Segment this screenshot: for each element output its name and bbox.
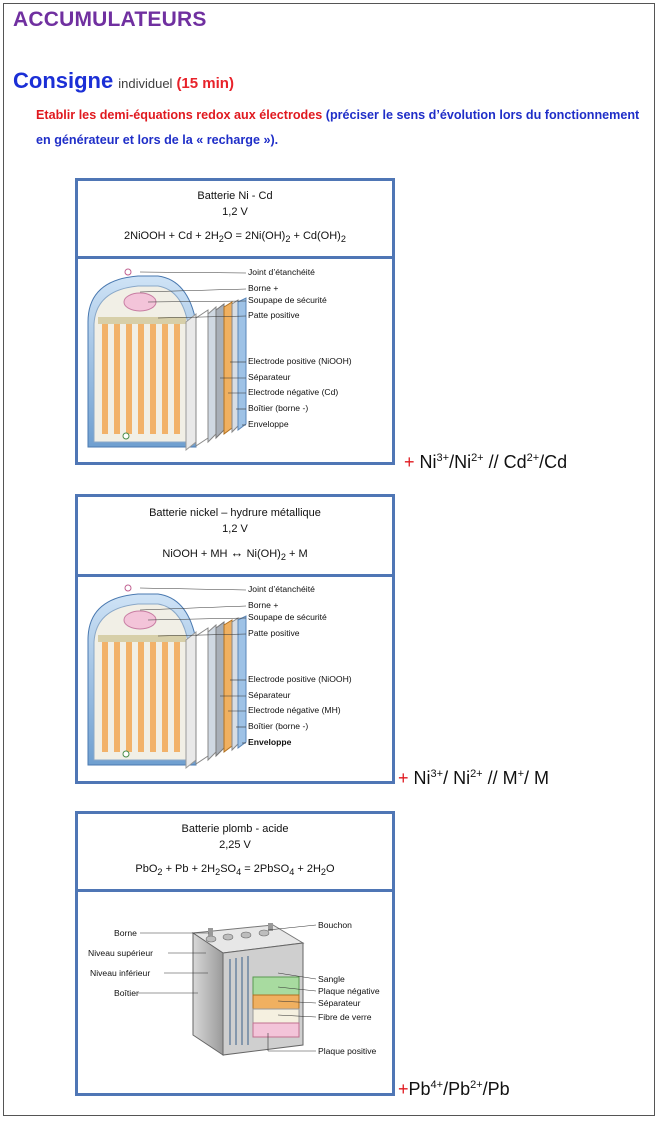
cylindrical-cell-illustration <box>87 268 247 452</box>
redox-couple-lead-acid: +Pb4+/Pb2+/Pb <box>398 1079 510 1099</box>
consigne-mode: individuel <box>118 76 173 91</box>
battery-card-nimh: Batterie nickel – hydrure métallique 1,2… <box>75 494 395 784</box>
label-boitier: Boîtier (borne -) <box>248 721 309 731</box>
consigne-time: (15 min) <box>176 75 234 92</box>
lead-acid-diagram: Borne Niveau supérieur Niveau inférieur … <box>78 895 392 1093</box>
battery-voltage: 1,2 V <box>222 523 248 535</box>
label-separateur: Séparateur <box>248 372 291 382</box>
label-electrode-positive: Electrode positive (NiOOH) <box>248 674 352 684</box>
label-plaque-negative: Plaque négative <box>318 986 380 996</box>
label-patte-positive: Patte positive <box>248 628 300 638</box>
cylindrical-cell-illustration <box>87 584 247 770</box>
consigne-word: Consigne <box>13 68 114 93</box>
battery-header: Batterie plomb - acide 2,25 V PbO2 + Pb … <box>78 814 392 892</box>
battery-name: Batterie plomb - acide <box>181 823 289 835</box>
battery-voltage: 2,25 V <box>219 839 251 851</box>
label-separateur: Séparateur <box>318 998 361 1008</box>
battery-equation: 2NiOOH + Cd + 2H2O = 2Ni(OH)2 + Cd(OH)2 <box>124 230 346 245</box>
label-niveau-superieur: Niveau supérieur <box>88 948 153 958</box>
instruction-blue-part: (préciser le sens d’évolution lors du fo… <box>36 108 640 147</box>
consigne-heading: Consigne individuel(15 min) <box>13 68 234 94</box>
instruction-red-part: Etablir les demi-équations redox aux éle… <box>36 108 323 122</box>
instruction-text: Etablir les demi-équations redox aux éle… <box>36 103 648 153</box>
battery-card-lead-acid: Batterie plomb - acide 2,25 V PbO2 + Pb … <box>75 811 395 1096</box>
label-enveloppe: Enveloppe <box>248 419 289 429</box>
label-enveloppe: Enveloppe <box>248 737 292 747</box>
label-plaque-positive: Plaque positive <box>318 1046 377 1056</box>
label-borne: Borne <box>114 928 137 938</box>
document-page <box>3 3 655 1116</box>
label-sangle: Sangle <box>318 974 345 984</box>
label-electrode-positive: Electrode positive (NiOOH) <box>248 356 352 366</box>
battery-card-nicd: Batterie Ni - Cd 1,2 V 2NiOOH + Cd + 2H2… <box>75 178 395 465</box>
redox-couple-nicd: + Ni3+/Ni2+ // Cd2+/Cd <box>404 452 568 472</box>
battery-name: Batterie Ni - Cd <box>197 190 273 202</box>
battery-equation: NiOOH + MH ↔ Ni(OH)2 + M <box>162 545 308 563</box>
label-bouchon: Bouchon <box>318 920 352 930</box>
page-title: ACCUMULATEURS <box>13 8 207 31</box>
battery-voltage: 1,2 V <box>222 206 248 218</box>
battery-name: Batterie nickel – hydrure métallique <box>149 507 321 519</box>
label-electrode-negative: Electrode négative (MH) <box>248 705 341 715</box>
redox-couple-nimh: + Ni3+/ Ni2+ // M+/ M <box>398 768 550 788</box>
cell-diagram: Joint d’étanchéité Borne + Soupape de sé… <box>78 580 392 781</box>
battery-equation: PbO2 + Pb + 2H2SO4 = 2PbSO4 + 2H2O <box>135 863 335 878</box>
label-borne-plus: Borne + <box>248 600 279 610</box>
label-niveau-inferieur: Niveau inférieur <box>90 968 151 978</box>
label-borne-plus: Borne + <box>248 283 279 293</box>
label-separateur: Séparateur <box>248 690 291 700</box>
battery-header: Batterie Ni - Cd 1,2 V 2NiOOH + Cd + 2H2… <box>78 181 392 259</box>
label-soupape: Soupape de sécurité <box>248 612 327 622</box>
label-fibre-de-verre: Fibre de verre <box>318 1012 372 1022</box>
battery-header: Batterie nickel – hydrure métallique 1,2… <box>78 497 392 577</box>
cell-diagram: Joint d’étanchéité Borne + Soupape de sé… <box>78 262 392 462</box>
label-joint: Joint d’étanchéité <box>248 584 315 594</box>
lead-acid-battery-illustration <box>138 923 317 1056</box>
label-joint: Joint d’étanchéité <box>248 267 315 277</box>
label-boitier: Boîtier <box>114 988 139 998</box>
label-patte-positive: Patte positive <box>248 310 300 320</box>
label-boitier: Boîtier (borne -) <box>248 403 309 413</box>
label-soupape: Soupape de sécurité <box>248 295 327 305</box>
label-electrode-negative: Electrode négative (Cd) <box>248 387 339 397</box>
